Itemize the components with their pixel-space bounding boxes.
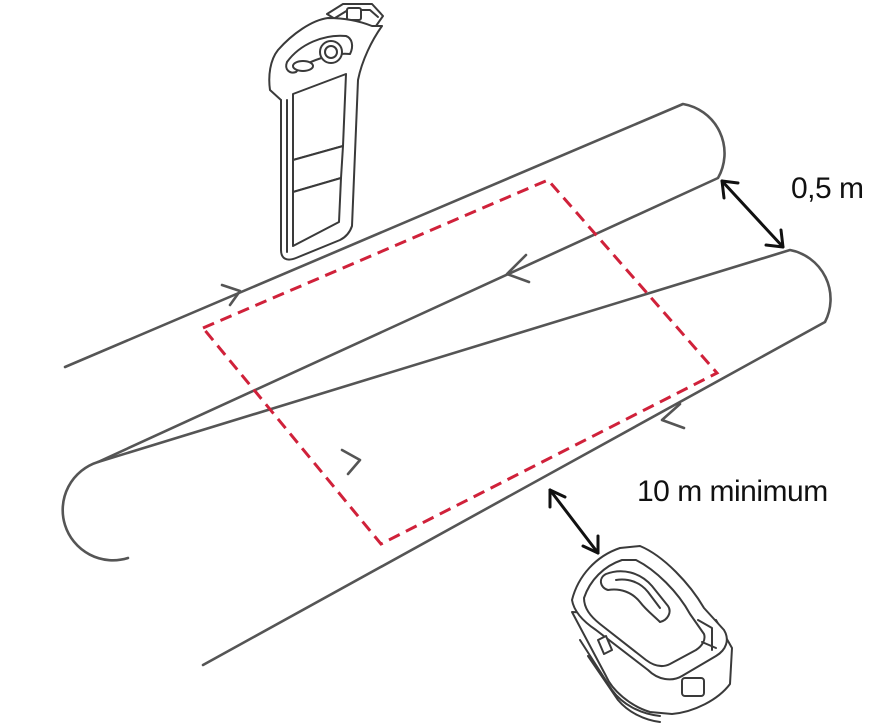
cable-locator-icon xyxy=(268,3,384,261)
cable-loop-upper xyxy=(63,102,726,464)
signal-transmitter-icon xyxy=(571,545,733,723)
spacing-label: 0,5 m xyxy=(791,172,864,205)
direction-arrow-right-lower xyxy=(340,448,362,476)
direction-arrow-right-upper xyxy=(220,283,242,307)
direction-arrow-left-middle xyxy=(505,253,531,284)
test-area-dashed-outline xyxy=(200,178,720,546)
direction-arrow-left-lower xyxy=(660,402,686,430)
minimum-distance-label: 10 m minimum xyxy=(637,475,828,508)
spacing-dimension-arrow xyxy=(720,179,785,249)
cable-loop-lower xyxy=(61,248,832,667)
distance-dimension-arrow xyxy=(548,488,600,555)
